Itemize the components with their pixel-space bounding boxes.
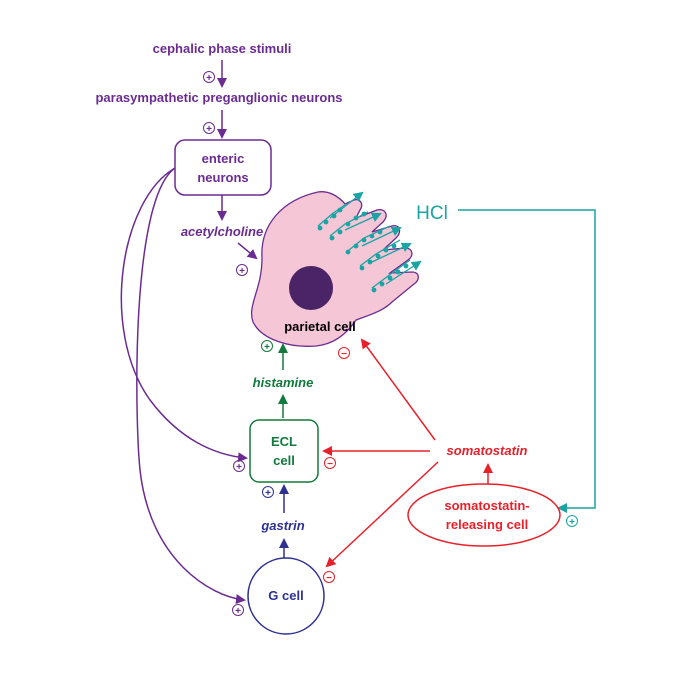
- svg-text:+: +: [265, 488, 271, 499]
- parasympathetic-neurons-label: parasympathetic preganglionic neurons: [95, 90, 342, 105]
- arrow-enteric-to-ecl: [120, 167, 248, 463]
- plus-sign-enteric-gcell: +: [232, 604, 244, 617]
- somatostatin-releasing-cell: [407, 483, 561, 547]
- canaliculi-dots: [317, 207, 409, 293]
- ecl-cell-label-line1: ECL: [271, 434, 297, 449]
- svg-text:+: +: [569, 517, 575, 528]
- plus-sign-cephalic: +: [203, 71, 215, 84]
- plus-sign-acetylcholine: +: [236, 264, 248, 277]
- ecl-cell-box: [249, 419, 319, 483]
- ssrc-label-line1: somatostatin-: [444, 498, 529, 513]
- svg-text:+: +: [239, 266, 245, 277]
- g-cell-label: G cell: [268, 588, 303, 603]
- svg-text:−: −: [341, 349, 347, 360]
- plus-sign-histamine: +: [261, 340, 273, 353]
- svg-text:+: +: [206, 124, 212, 135]
- acetylcholine-label: acetylcholine: [181, 224, 263, 239]
- svg-text:+: +: [235, 606, 241, 617]
- plus-sign-hcl-feedback: +: [566, 515, 578, 528]
- arrow-somatostatin-to-gcell: [325, 461, 439, 568]
- enteric-neurons-label-line2: neurons: [197, 170, 248, 185]
- ecl-cell-label-line2: cell: [273, 453, 295, 468]
- parietal-cell-nucleus: [289, 266, 333, 310]
- arrow-enteric-to-gcell: [136, 167, 246, 605]
- svg-text:−: −: [326, 573, 332, 584]
- plus-sign-enteric-ecl: +: [233, 460, 245, 473]
- minus-sign-gcell: −: [323, 571, 335, 584]
- plus-sign-gastrin: +: [262, 486, 274, 499]
- enteric-neurons-box: [174, 139, 272, 196]
- svg-text:+: +: [206, 73, 212, 84]
- svg-text:−: −: [327, 459, 333, 470]
- somatostatin-label: somatostatin: [447, 443, 528, 458]
- svg-text:+: +: [236, 462, 242, 473]
- gastrin-label: gastrin: [260, 518, 304, 533]
- g-cell-circle: [247, 557, 325, 635]
- arrow-acetylcholine-to-parietal: [237, 242, 258, 260]
- hcl-feedback-line: [458, 209, 596, 513]
- arrow-somatostatin-to-parietal: [360, 338, 436, 441]
- minus-sign-parietal: −: [338, 347, 350, 360]
- hcl-label: HCl: [416, 203, 448, 224]
- cephalic-phase-label: cephalic phase stimuli: [153, 41, 292, 56]
- plus-sign-parasympathetic: +: [203, 122, 215, 135]
- canaliculi: [317, 191, 422, 289]
- ssrc-label-line2: releasing cell: [446, 517, 528, 532]
- minus-sign-ecl: −: [324, 457, 336, 470]
- histamine-label: histamine: [253, 375, 314, 390]
- parietal-cell-label: parietal cell: [284, 319, 356, 334]
- enteric-neurons-label-line1: enteric: [202, 151, 245, 166]
- svg-text:+: +: [264, 342, 270, 353]
